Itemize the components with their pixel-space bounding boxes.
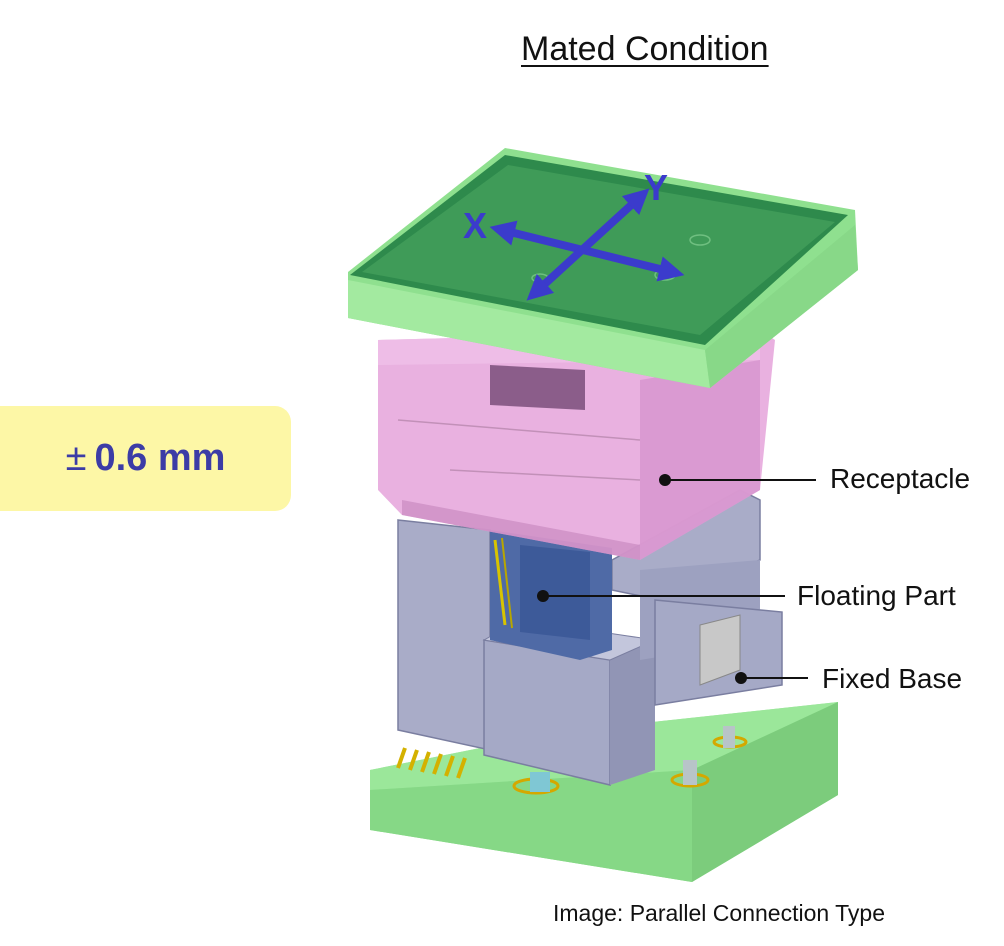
tolerance-badge: ± 0.6 mm xyxy=(0,406,291,511)
y-axis-label: Y xyxy=(644,167,668,208)
receptacle-callout-dot xyxy=(659,474,671,486)
x-axis-label: X xyxy=(463,205,487,246)
image-caption: Image: Parallel Connection Type xyxy=(553,900,885,926)
floating-part-label: Floating Part xyxy=(797,580,956,611)
fixed-base-callout-dot xyxy=(735,672,747,684)
receptacle-label: Receptacle xyxy=(830,463,971,494)
callout-leaders xyxy=(537,474,816,684)
fixed-base-label: Fixed Base xyxy=(822,663,963,694)
tolerance-value: 0.6 mm xyxy=(94,437,226,479)
xy-arrows xyxy=(489,188,685,301)
diagram-title: Mated Condition xyxy=(521,30,769,68)
floating-part-callout-dot xyxy=(537,590,549,602)
fixed-base xyxy=(397,489,783,792)
plus-minus-symbol: ± xyxy=(65,437,87,479)
